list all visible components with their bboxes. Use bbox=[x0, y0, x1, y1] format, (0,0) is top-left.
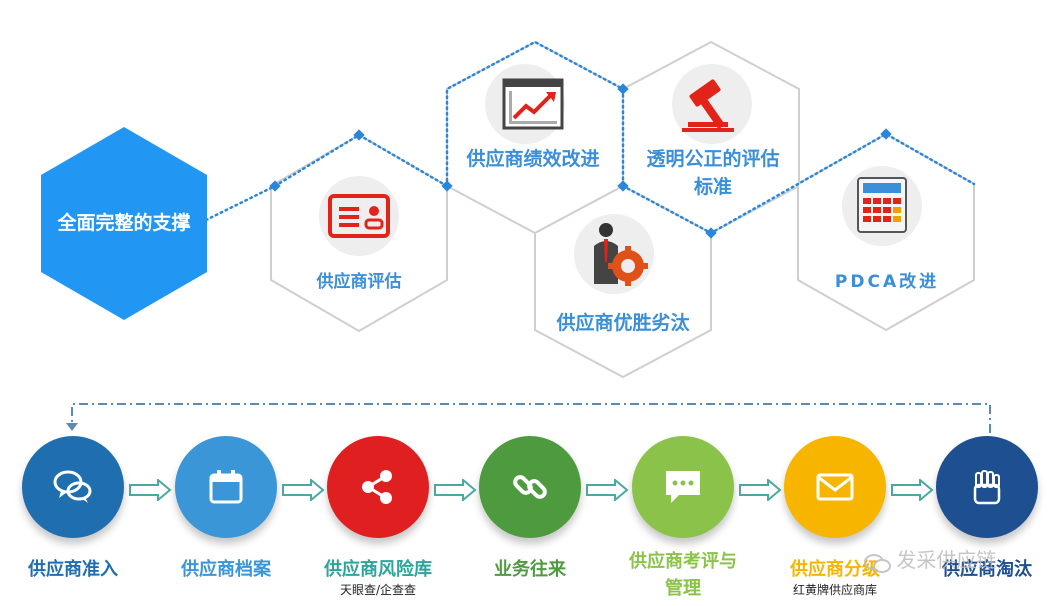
hex-title-pdca: PDCA改进 bbox=[834, 272, 940, 292]
trend-chart-icon bbox=[502, 78, 564, 130]
calculator-icon bbox=[857, 177, 907, 233]
wechat-icon bbox=[864, 552, 891, 573]
step-sub-risk-library: 天眼查/企查查 bbox=[339, 583, 417, 597]
hex-title-performance-improvement: 供应商绩效改进 bbox=[466, 148, 600, 170]
step-label-archive: 供应商档案 bbox=[181, 559, 271, 580]
id-card-icon bbox=[328, 194, 390, 238]
fist-icon bbox=[973, 470, 1001, 505]
step-circle-grading[interactable] bbox=[784, 436, 886, 538]
flow-arrow-5 bbox=[739, 479, 782, 501]
step-label-grading: 供应商分级 bbox=[790, 559, 880, 580]
envelope-icon bbox=[816, 473, 854, 501]
step-circle-elimination[interactable] bbox=[936, 436, 1038, 538]
return-loop-line bbox=[66, 403, 991, 433]
chat-bubbles-icon bbox=[53, 470, 92, 503]
calendar-icon bbox=[209, 470, 243, 504]
businessman-gear-icon bbox=[594, 223, 648, 286]
step-sub-grading: 红黄牌供应商库 bbox=[792, 583, 877, 597]
step-label-evaluation: 供应商考评与管理 bbox=[629, 551, 737, 599]
flow-arrow-1 bbox=[129, 479, 172, 501]
watermark-text: 发采供应链 bbox=[896, 548, 997, 572]
step-label-business: 业务往来 bbox=[494, 559, 566, 580]
step-circle-archive[interactable] bbox=[175, 436, 277, 538]
watermark: 发采供应链 bbox=[864, 544, 996, 573]
step-label-risk-library: 供应商风险库 bbox=[324, 559, 432, 580]
step-circle-business[interactable] bbox=[479, 436, 581, 538]
hexagon-diagram bbox=[41, 40, 976, 379]
share-icon bbox=[362, 470, 392, 504]
step-label-admission: 供应商准入 bbox=[28, 559, 118, 580]
step-circle-admission[interactable] bbox=[22, 436, 124, 538]
hex-title-fair-standard: 透明公正的评估标准 bbox=[646, 148, 780, 198]
step-label-elimination: 供应商淘汰 bbox=[942, 559, 1032, 580]
flow-arrow-3 bbox=[434, 479, 477, 501]
dotted-connectors bbox=[204, 40, 976, 235]
hex-main-label: 全面完整的支撑 bbox=[57, 212, 191, 234]
flow-arrow-6 bbox=[891, 479, 934, 501]
step-circle-evaluation[interactable] bbox=[632, 436, 734, 538]
gavel-icon bbox=[682, 79, 734, 132]
hex-title-elimination: 供应商优胜劣汰 bbox=[556, 312, 690, 334]
hex-title-supplier-evaluation: 供应商评估 bbox=[316, 272, 402, 292]
flow-arrow-4 bbox=[586, 479, 629, 501]
link-icon bbox=[513, 475, 547, 499]
step-circle-risk-library[interactable] bbox=[327, 436, 429, 538]
message-icon bbox=[666, 471, 700, 503]
flow-arrow-2 bbox=[282, 479, 325, 501]
hex-main-support bbox=[41, 127, 207, 320]
